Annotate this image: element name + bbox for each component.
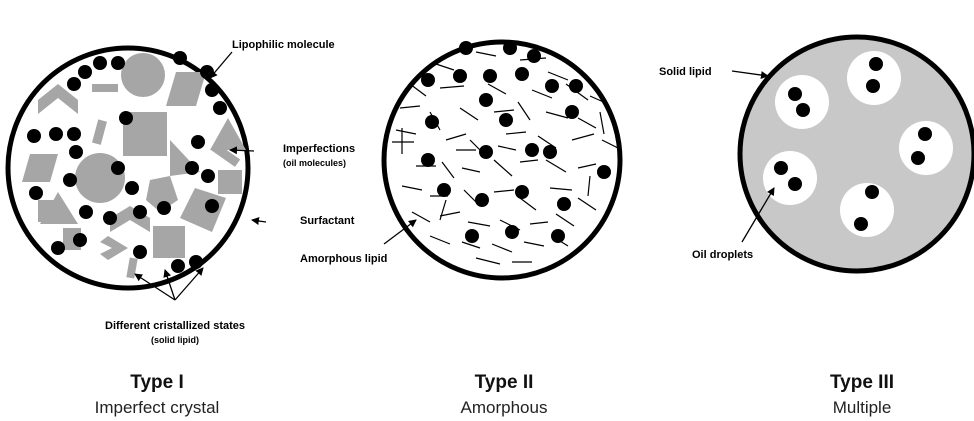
- oil-dot: [111, 56, 125, 70]
- crystal-circle: [121, 53, 165, 97]
- type1-title: Type I: [130, 372, 184, 393]
- oil-dot: [421, 73, 435, 87]
- oil-dot: [503, 41, 517, 55]
- oil-dot: [185, 161, 199, 175]
- oil-dot: [483, 69, 497, 83]
- oil-dot: [505, 225, 519, 239]
- oil-dot: [157, 201, 171, 215]
- oil-dot: [515, 67, 529, 81]
- oil-dot: [29, 186, 43, 200]
- oil-dot: [133, 205, 147, 219]
- label-surfactant: Surfactant: [300, 215, 355, 227]
- crystal-square: [153, 226, 185, 258]
- oil-dot: [189, 255, 203, 269]
- type2-particle-outline: [384, 42, 620, 278]
- crystal-circle: [75, 153, 125, 203]
- label-lipophilic-molecule: Lipophilic molecule: [232, 39, 335, 51]
- type3-subtitle: Multiple: [833, 398, 892, 417]
- oil-dot: [565, 105, 579, 119]
- type2-panel: Amorphous lipid Type II Amorphous: [300, 41, 620, 417]
- type3-solid-lipid-leader: [732, 71, 768, 76]
- oil-dot: [557, 197, 571, 211]
- label-amorphous-lipid: Amorphous lipid: [300, 253, 387, 265]
- oil-dot: [191, 135, 205, 149]
- oil-dot: [543, 145, 557, 159]
- oil-dot: [479, 93, 493, 107]
- label-solid-lipid-type1: (solid lipid): [151, 335, 199, 345]
- oil-dot: [51, 241, 65, 255]
- oil-dot: [69, 145, 83, 159]
- oil-dot: [93, 56, 107, 70]
- label-different-cristallized-states: Different cristallized states: [105, 320, 245, 332]
- oil-dot: [67, 127, 81, 141]
- oil-dot: [213, 101, 227, 115]
- oil-dot: [479, 145, 493, 159]
- oil-dot: [421, 153, 435, 167]
- oil-dot: [475, 193, 489, 207]
- type2-subtitle: Amorphous: [461, 398, 548, 417]
- oil-dot: [67, 77, 81, 91]
- label-imperfections: Imperfections: [283, 143, 355, 155]
- label-solid-lipid-type3: Solid lipid: [659, 66, 712, 78]
- type2-title: Type II: [475, 372, 534, 393]
- oil-dot: [63, 173, 77, 187]
- oil-dot: [111, 161, 125, 175]
- oil-dot: [79, 205, 93, 219]
- oil-dot: [569, 79, 583, 93]
- oil-dot: [515, 185, 529, 199]
- oil-dot: [78, 65, 92, 79]
- label-oil-droplets: Oil droplets: [692, 249, 753, 261]
- oil-droplet: [899, 121, 953, 175]
- oil-dot: [200, 65, 214, 79]
- oil-dot: [133, 245, 147, 259]
- oil-dot: [173, 51, 187, 65]
- oil-dot: [27, 129, 41, 143]
- oil-dot: [125, 181, 139, 195]
- label-oil-molecules: (oil molecules): [283, 158, 346, 168]
- oil-dot: [119, 111, 133, 125]
- oil-dot: [425, 115, 439, 129]
- oil-dot: [551, 229, 565, 243]
- oil-dot: [545, 79, 559, 93]
- oil-dot: [459, 41, 473, 55]
- oil-dot: [453, 69, 467, 83]
- oil-droplet: [763, 151, 817, 205]
- type3-title: Type III: [830, 372, 894, 393]
- oil-droplet: [840, 183, 894, 237]
- oil-droplet: [775, 75, 829, 129]
- oil-dot: [103, 211, 117, 225]
- oil-droplet: [847, 51, 901, 105]
- type1-subtitle: Imperfect crystal: [95, 398, 220, 417]
- oil-dot: [205, 199, 219, 213]
- oil-dot: [205, 83, 219, 97]
- oil-dot: [49, 127, 63, 141]
- oil-dot: [525, 143, 539, 157]
- crystal-bar: [218, 170, 242, 194]
- type1-panel: Lipophilic molecule Imperfections (oil m…: [8, 39, 355, 417]
- crystal-bar: [92, 84, 118, 92]
- oil-dot: [597, 165, 611, 179]
- oil-dot: [171, 259, 185, 273]
- oil-dot: [527, 49, 541, 63]
- oil-dot: [499, 113, 513, 127]
- oil-dot: [73, 233, 87, 247]
- oil-dot: [465, 229, 479, 243]
- oil-dot: [201, 169, 215, 183]
- type3-panel: Solid lipid Oil droplets Type III Multip…: [659, 37, 974, 417]
- oil-dot: [437, 183, 451, 197]
